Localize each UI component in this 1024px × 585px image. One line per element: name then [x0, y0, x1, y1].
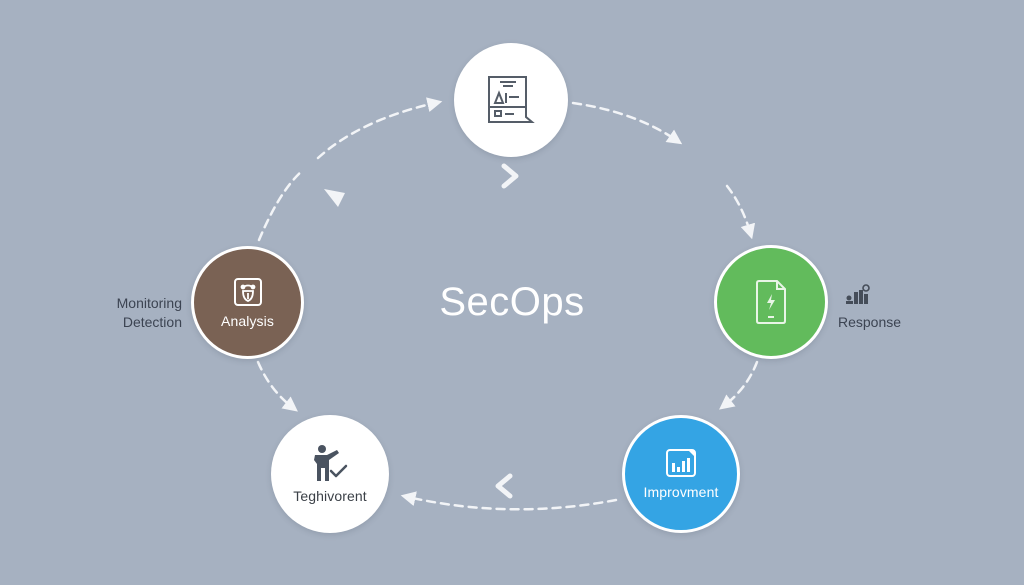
- chevron-right-icon: [501, 163, 519, 189]
- bug-shield-icon: [233, 277, 262, 306]
- node-analysis-label: Analysis: [221, 312, 274, 329]
- presenter-check-icon: [314, 445, 348, 481]
- arrow-response-to-improvement: [719, 360, 759, 410]
- node-response[interactable]: [714, 245, 828, 359]
- document-list-icon: [488, 76, 535, 123]
- team-building-icon: [846, 284, 870, 304]
- tablet-bolt-icon: [756, 280, 786, 324]
- arrow-improvement-to-teghivorent: [400, 491, 618, 511]
- arrow-top-to-right: [571, 101, 683, 145]
- arrow-analysis-to-top: [257, 168, 305, 242]
- chevron-left-icon: [495, 473, 513, 499]
- node-document[interactable]: [454, 43, 568, 157]
- monitoring-label: Monitoring: [116, 295, 182, 311]
- node-analysis[interactable]: Analysis: [191, 246, 304, 359]
- response-label: Response: [838, 314, 902, 330]
- bar-chart-icon: [666, 449, 696, 477]
- arrow-upper-left-to-top: [316, 97, 443, 160]
- detection-label: Detection: [122, 314, 182, 330]
- diagram-title: SecOps: [439, 280, 585, 324]
- arrow-analysis-to-teghivorent: [256, 360, 298, 412]
- node-teghivorent-label: Teghivorent: [293, 488, 367, 504]
- node-improvement[interactable]: Improvment: [622, 415, 740, 533]
- node-teghivorent[interactable]: Teghivorent: [271, 415, 389, 533]
- node-improvement-label: Improvment: [643, 484, 719, 500]
- monitoring-detection-label: Monitoring Detection: [108, 294, 182, 332]
- arrow-right-to-response: [725, 184, 756, 240]
- chevron-up-right-icon: [324, 189, 345, 207]
